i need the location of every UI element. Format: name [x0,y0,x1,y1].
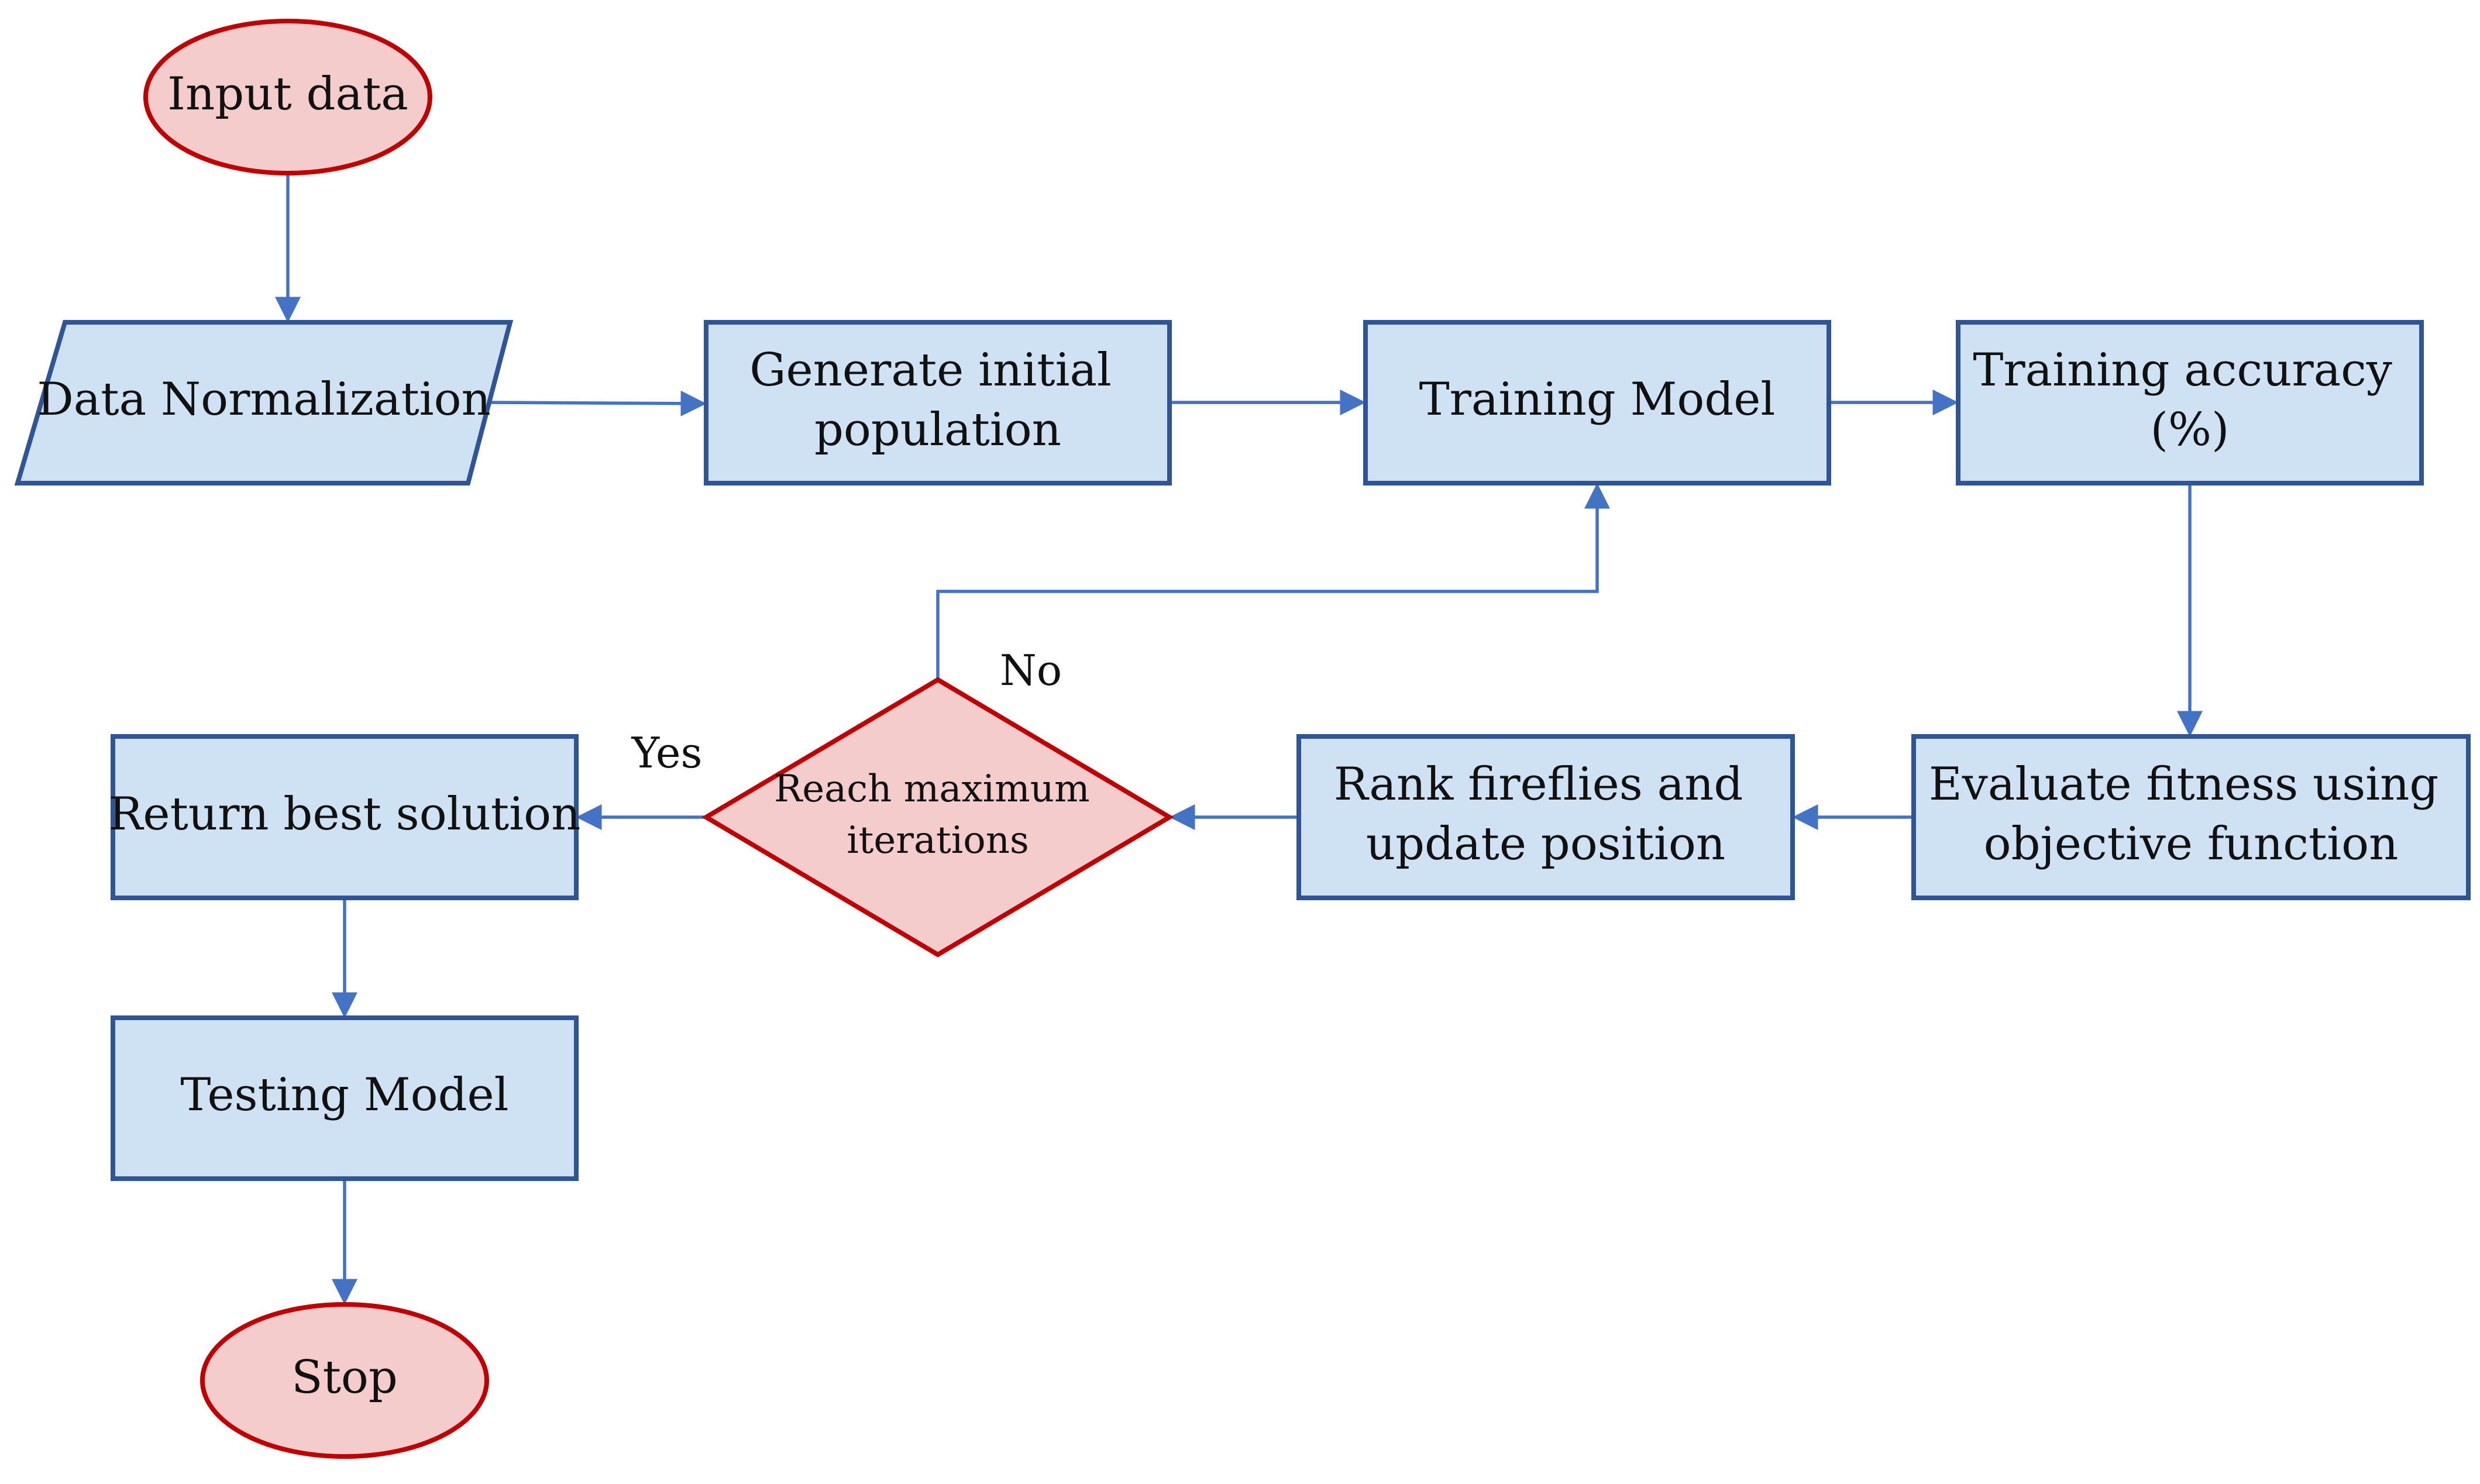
node-training-model: Training Model [1363,320,1831,486]
stop-text: Stop [291,1351,398,1404]
node-testing-model: Testing Model [111,1015,579,1181]
training-accuracy-shape [1956,320,2424,486]
data-normalization-text: Data Normalization [37,373,491,426]
return-best-shape [111,734,579,900]
yes-branch-label: Yes [631,728,703,777]
training-model-shape [1363,320,1831,486]
stop-shape [200,1302,489,1459]
training-accuracy-text: Training accuracy (%) [1973,344,2406,456]
arrow-data-normalization-to-generate-population [489,390,707,416]
reach-max-text: Reach maximum iterations [774,767,1102,862]
node-generate-population: Generate initial population [704,320,1172,486]
evaluate-fitness-text: Evaluate fitness using objective functio… [1929,758,2453,870]
testing-model-text: Testing Model [180,1069,508,1121]
testing-model-shape [111,1015,579,1181]
input-data-shape [143,19,432,175]
node-training-accuracy: Training accuracy (%) [1956,320,2424,486]
node-input-data: Input data [143,19,432,175]
return-best-text: Return best solution [109,788,581,841]
training-model-text: Training Model [1419,373,1776,426]
generate-population-text: Generate initial population [749,344,1126,456]
generate-population-shape [704,320,1172,486]
data-normalization-shape [14,320,514,486]
node-evaluate-fitness: Evaluate fitness using objective functio… [1911,734,2471,900]
input-data-text: Input data [167,68,408,120]
node-return-best: Return best solution [109,734,581,900]
no-branch-label: No [1000,646,1062,695]
evaluate-fitness-shape [1911,734,2471,900]
arrow-reach-max-to-training-model [936,483,1610,680]
reach-max-shape [701,677,1174,958]
node-stop: Stop [200,1302,489,1459]
node-reach-max: Reach maximum iterations [701,677,1174,958]
edges-layer [275,173,2203,1305]
rank-fireflies-text: Rank fireflies and update position [1334,758,1757,870]
node-rank-fireflies: Rank fireflies and update position [1296,734,1795,900]
node-data-normalization: Data Normalization [14,320,514,486]
rank-fireflies-shape [1296,734,1795,900]
